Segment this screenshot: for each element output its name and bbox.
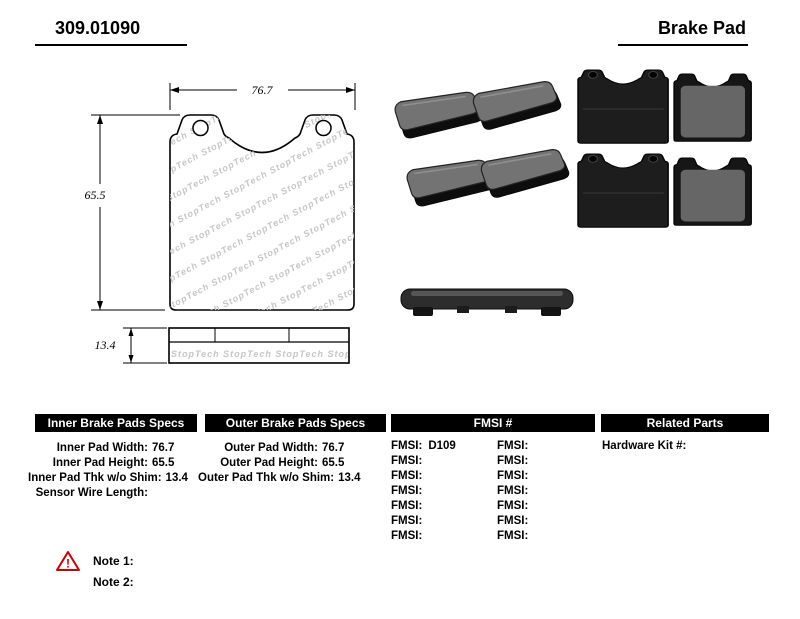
pads-angled-photo [392, 75, 572, 209]
inner-specs-rows: Inner Pad Width: 76.7 Inner Pad Height: … [28, 440, 190, 500]
spec-row: Inner Pad Thk w/o Shim: 13.4 [28, 470, 190, 485]
fmsi-row: FMSI: [497, 500, 529, 512]
arrowhead-icon [346, 87, 355, 93]
spec-label: Inner Pad Height: [52, 456, 148, 469]
fmsi-row: FMSI: [497, 515, 529, 527]
mounting-hole [192, 119, 209, 137]
width-dimension-label: 76.7 [252, 83, 274, 97]
svg-text:StopTech StopTech StopTech: StopTech StopTech StopTech StopTech Stop… [171, 349, 375, 359]
thickness-dimension-label: 13.4 [95, 338, 116, 352]
arrowhead-icon [170, 87, 179, 93]
spec-label: Sensor Wire Length: [35, 486, 148, 499]
note-1: Note 1: [93, 554, 134, 568]
spec-row: Inner Pad Width: 76.7 [28, 440, 190, 455]
pad-friction-view [673, 73, 752, 142]
arrowhead-icon [128, 328, 134, 336]
spec-row: Outer Pad Width: 76.7 [198, 440, 360, 455]
fmsi-row: FMSI: [497, 485, 529, 497]
svg-text:!: ! [66, 557, 70, 571]
pad-backing-view [577, 69, 669, 144]
spec-label: Inner Pad Width: [56, 441, 148, 454]
spec-value: 13.4 [338, 471, 361, 484]
spec-value: 76.7 [152, 441, 175, 454]
spec-row: Outer Pad Height: 65.5 [198, 455, 360, 470]
pads-flat-photo [577, 69, 752, 228]
outer-specs-header: Outer Brake Pads Specs [205, 414, 386, 432]
pad-friction-view [673, 157, 752, 226]
fmsi-row: FMSI: [391, 530, 423, 542]
fmsi-row: FMSI: [391, 470, 423, 482]
pad-backing-view [577, 153, 669, 228]
warning-triangle-icon: ! [56, 551, 80, 571]
spec-value: 65.5 [152, 456, 175, 469]
related-parts-rows: Hardware Kit #: [602, 440, 770, 455]
arrowhead-icon [97, 115, 103, 124]
spec-label: Outer Pad Height: [220, 456, 318, 469]
spec-label: Outer Pad Thk w/o Shim: [198, 471, 335, 484]
page-title: Brake Pad [618, 12, 748, 46]
pad-side-outline [168, 327, 350, 364]
fmsi-row: FMSI: [497, 530, 529, 542]
width-dimension [169, 83, 356, 110]
spec-value: 65.5 [322, 456, 345, 469]
outer-specs-rows: Outer Pad Width: 76.7 Outer Pad Height: … [198, 440, 361, 485]
fmsi-col2: FMSI: FMSI: FMSI: FMSI: FMSI: FMSI: FMSI… [497, 440, 595, 545]
mounting-hole [315, 119, 332, 137]
fmsi-header: FMSI # [391, 414, 595, 432]
height-dimension-label: 65.5 [85, 188, 106, 202]
fmsi-row: FMSI: [391, 485, 423, 497]
side-watermark: StopTech StopTech StopTech StopTech Stop… [171, 349, 375, 359]
spec-row: Sensor Wire Length: [28, 485, 190, 500]
related-row: Hardware Kit #: [602, 440, 770, 455]
fmsi-row: FMSI: [391, 500, 423, 512]
fmsi-row: FMSI: [497, 440, 529, 452]
spec-label: Inner Pad Thk w/o Shim: [28, 471, 162, 484]
spec-value: 13.4 [165, 471, 188, 484]
spec-label: Outer Pad Width: [224, 441, 318, 454]
fmsi-row: FMSI: [497, 455, 529, 467]
fmsi-row: FMSI:D109 [391, 440, 456, 452]
fmsi-col1: FMSI:D109 FMSI: FMSI: FMSI: FMSI: FMSI: … [391, 440, 491, 545]
inner-specs-header: Inner Brake Pads Specs [35, 414, 197, 432]
technical-drawing: 76.7 65.5 StopTech StopTech StopTech Sto… [85, 83, 375, 364]
height-dimension [91, 114, 180, 311]
spec-row: Inner Pad Height: 65.5 [28, 455, 190, 470]
fmsi-row: FMSI: [497, 470, 529, 482]
fmsi-row: FMSI: [391, 515, 423, 527]
part-number: 309.01090 [35, 12, 187, 46]
spec-value: 76.7 [322, 441, 345, 454]
arrowhead-icon [97, 301, 103, 310]
spec-label: Hardware Kit #: [602, 440, 687, 452]
note-2: Note 2: [93, 575, 134, 589]
spec-row: Outer Pad Thk w/o Shim: 13.4 [198, 470, 361, 485]
related-parts-header: Related Parts [601, 414, 769, 432]
arrowhead-icon [128, 355, 134, 363]
pad-edge-photo [400, 288, 574, 316]
fmsi-row: FMSI: [391, 455, 423, 467]
